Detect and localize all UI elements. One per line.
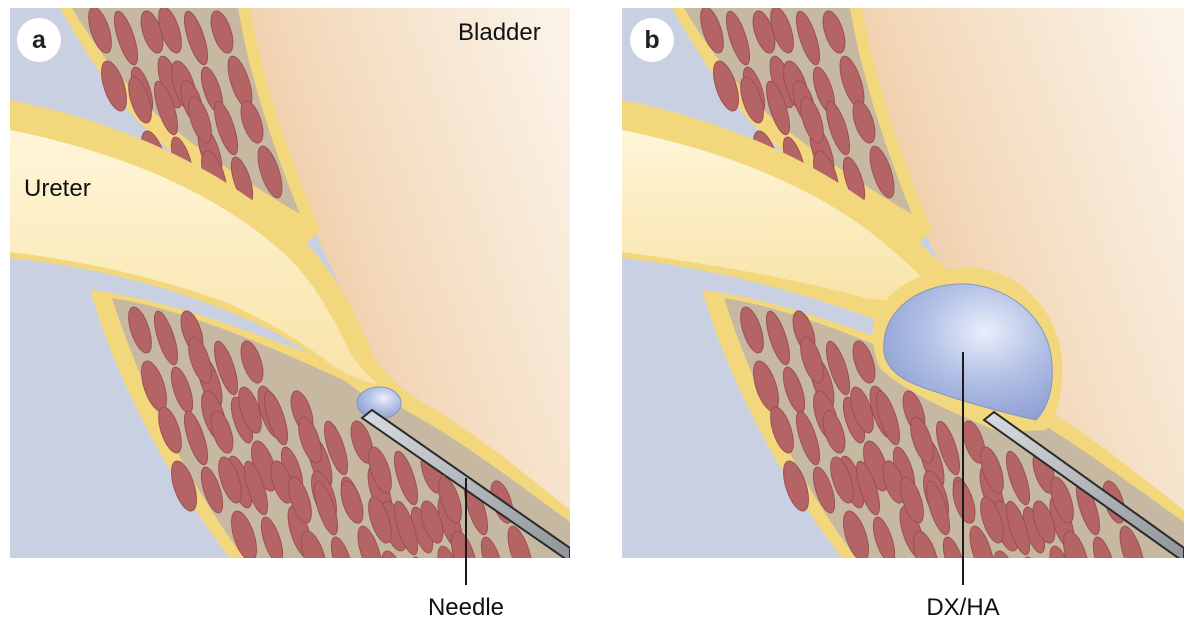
- panel-b-letter: b: [644, 26, 659, 54]
- needle-label: Needle: [428, 594, 504, 621]
- panel-a: [10, 4, 570, 605]
- dxha-label: DX/HA: [926, 594, 999, 621]
- ureter-label: Ureter: [24, 175, 91, 202]
- panel-b: [622, 4, 1184, 605]
- panel-a-letter: a: [32, 26, 47, 54]
- bladder-label: Bladder: [458, 19, 541, 46]
